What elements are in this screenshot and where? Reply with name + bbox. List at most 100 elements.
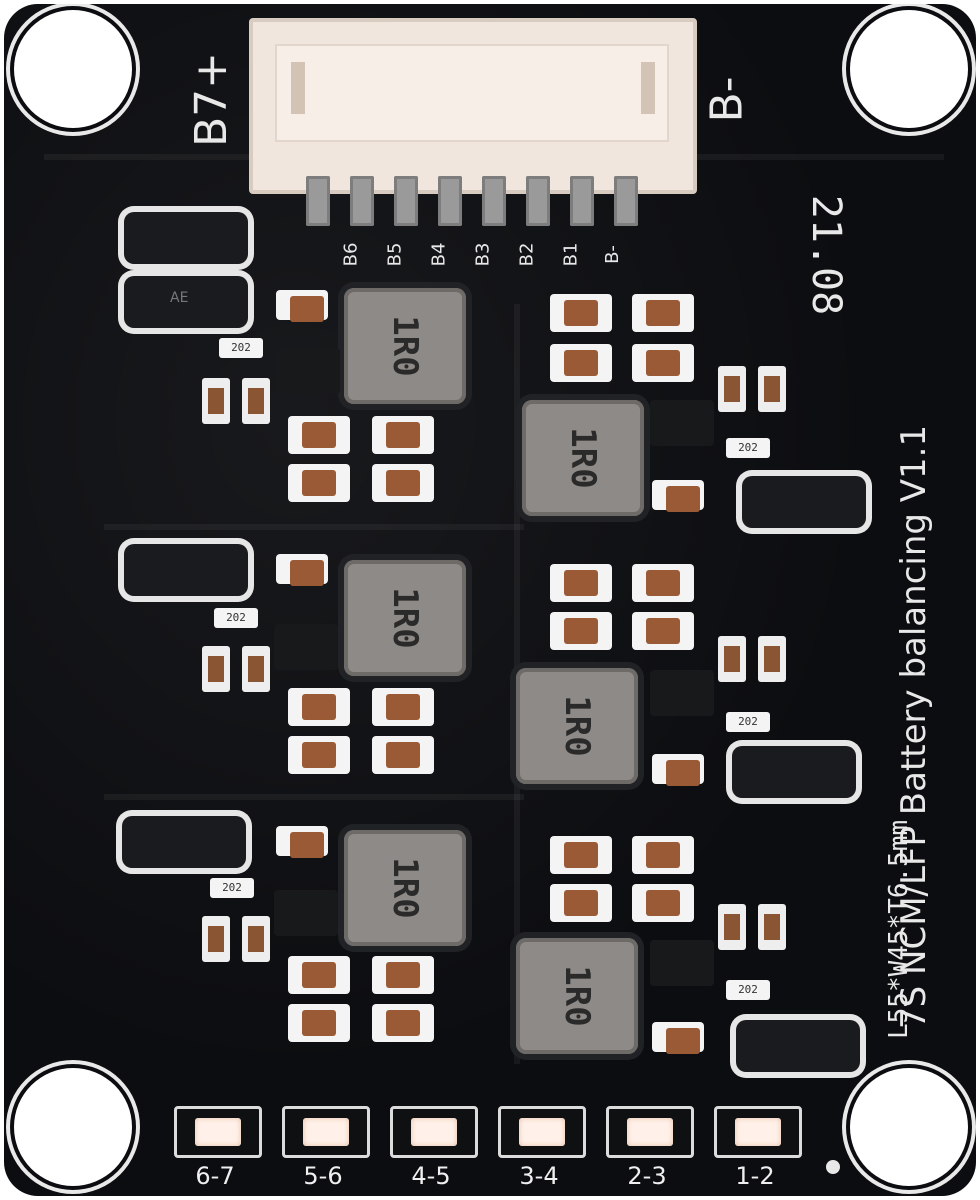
status-led <box>714 1106 802 1158</box>
inductor: 1R0 <box>522 400 644 516</box>
pin-label: B4 <box>428 242 450 267</box>
mosfet <box>276 348 340 394</box>
smd-diode <box>124 544 248 596</box>
mosfet <box>274 624 338 670</box>
mosfet <box>650 940 714 986</box>
smd-diode <box>124 276 248 328</box>
connector-pin <box>350 176 374 226</box>
capacitor <box>550 836 612 874</box>
inductor-marking: 1R0 <box>385 857 425 919</box>
capacitor <box>652 754 704 786</box>
connector-minus-label: B- <box>701 76 753 123</box>
capacitor <box>550 884 612 922</box>
mounting-hole-bottom-right <box>850 1068 968 1186</box>
balance-connector <box>249 18 697 194</box>
led-label: 3-4 <box>519 1162 559 1190</box>
inductor-marking: 1R0 <box>563 427 603 489</box>
led-label: 6-7 <box>195 1162 235 1190</box>
capacitor <box>632 612 694 650</box>
connector-pin <box>526 176 550 226</box>
mosfet <box>650 400 714 446</box>
copper-trace <box>104 794 524 800</box>
resistor <box>718 904 746 950</box>
smd-diode <box>124 212 248 264</box>
mounting-hole-bottom-left <box>14 1068 132 1186</box>
board-dimensions: L55*W45*T6.5mm <box>884 819 914 1039</box>
capacitor <box>288 464 350 502</box>
status-led <box>282 1106 370 1158</box>
smd-diode <box>742 476 866 528</box>
capacitor <box>372 1004 434 1042</box>
resistor <box>758 366 786 412</box>
capacitor <box>288 416 350 454</box>
connector-pin <box>394 176 418 226</box>
inductor-marking: 1R0 <box>385 587 425 649</box>
led-label: 5-6 <box>303 1162 343 1190</box>
smd-diode <box>736 1020 860 1072</box>
connector-pin <box>614 176 638 226</box>
mounting-hole-top-right <box>850 10 968 128</box>
mounting-hole-top-left <box>14 10 132 128</box>
resistor-marking: 202 <box>214 608 258 628</box>
connector-latch <box>291 62 305 114</box>
connector-latch <box>641 62 655 114</box>
connector-pin <box>482 176 506 226</box>
connector-pin <box>438 176 462 226</box>
capacitor <box>372 464 434 502</box>
capacitor <box>632 836 694 874</box>
capacitor <box>632 564 694 602</box>
resistor-marking: 202 <box>726 980 770 1000</box>
mosfet <box>650 670 714 716</box>
capacitor <box>550 344 612 382</box>
led-label: 2-3 <box>627 1162 667 1190</box>
resistor <box>242 916 270 962</box>
mosfet <box>274 890 338 936</box>
capacitor <box>632 344 694 382</box>
diode-marking: AE <box>170 290 189 306</box>
capacitor <box>288 736 350 774</box>
inductor-marking: 1R0 <box>385 315 425 377</box>
capacitor <box>276 290 328 322</box>
capacitor <box>372 736 434 774</box>
led-label: 1-2 <box>735 1162 775 1190</box>
capacitor <box>550 612 612 650</box>
resistor <box>718 366 746 412</box>
capacitor <box>372 956 434 994</box>
capacitor <box>288 688 350 726</box>
resistor <box>202 378 230 424</box>
status-led <box>498 1106 586 1158</box>
capacitor <box>276 554 328 586</box>
pin-label: B- <box>601 245 623 264</box>
resistor <box>718 636 746 682</box>
capacitor <box>372 416 434 454</box>
pin-label: B1 <box>560 242 582 267</box>
pcb-board: B7+ B- B6 B5 B4 B3 B2 B1 B- 21.08 7S NCM… <box>4 4 976 1196</box>
pin-label: B5 <box>384 242 406 267</box>
resistor <box>242 378 270 424</box>
resistor <box>202 646 230 692</box>
resistor <box>758 904 786 950</box>
pin-label: B6 <box>340 242 362 267</box>
resistor-marking: 202 <box>219 338 263 358</box>
capacitor <box>632 294 694 332</box>
resistor-marking: 202 <box>210 878 254 898</box>
resistor-marking: 202 <box>726 438 770 458</box>
inductor: 1R0 <box>344 288 466 404</box>
status-led <box>606 1106 694 1158</box>
status-led <box>174 1106 262 1158</box>
resistor-marking: 202 <box>726 712 770 732</box>
capacitor <box>550 564 612 602</box>
version-label: 21.08 <box>803 194 850 316</box>
capacitor <box>288 1004 350 1042</box>
led-label: 4-5 <box>411 1162 451 1190</box>
capacitor <box>632 884 694 922</box>
smd-diode <box>732 746 856 798</box>
inductor: 1R0 <box>516 938 638 1054</box>
connector-pin <box>570 176 594 226</box>
capacitor <box>652 480 704 512</box>
inductor: 1R0 <box>344 560 466 676</box>
pin-label: B3 <box>472 242 494 267</box>
resistor <box>242 646 270 692</box>
status-led <box>390 1106 478 1158</box>
connector-plus-label: B7+ <box>186 51 238 148</box>
